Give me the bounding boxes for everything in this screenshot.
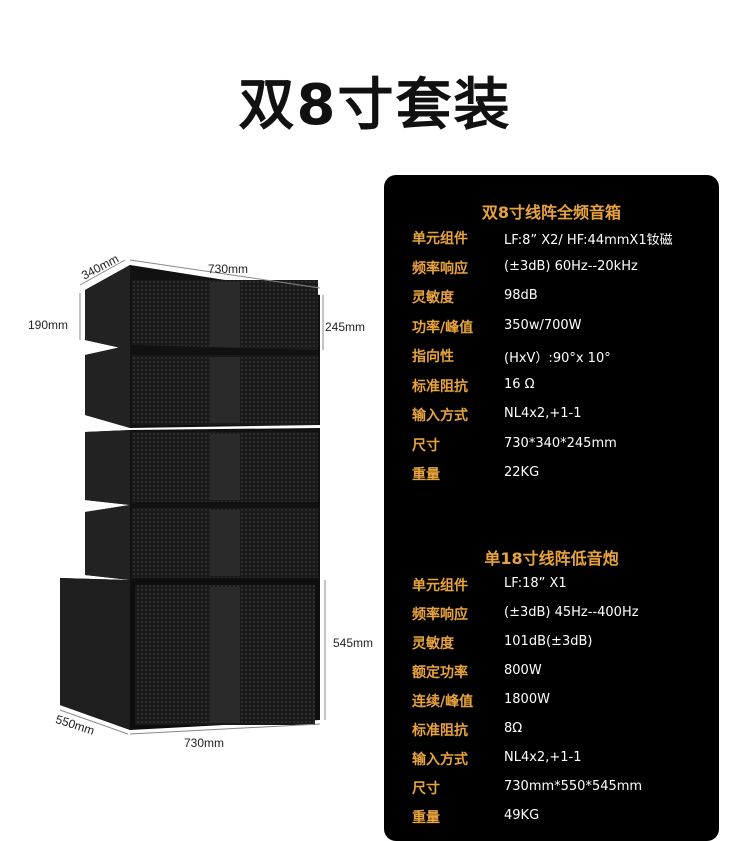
- spec-row: 标准阻抗 16 Ω: [384, 376, 719, 400]
- spec-value: 22KG: [504, 465, 540, 480]
- spec-value: (±3dB) 60Hz--20kHz: [504, 258, 638, 274]
- spec-key: 频率响应: [412, 260, 468, 277]
- spec-key: 连续/峰值: [412, 694, 474, 710]
- spec-key: 输入方式: [412, 408, 468, 424]
- spec-key: 标准阻抗: [412, 378, 468, 395]
- spec-value: 98dB: [504, 288, 538, 303]
- spec-value: 49KG: [504, 808, 540, 823]
- spec-panel: 双8寸线阵全频音箱 单元组件 LF:8” X2/ HF:44mmX1钕磁频率响应 (…: [384, 175, 719, 841]
- spec-row: 连续/峰值 1800W: [384, 691, 719, 715]
- spec-row: 重量 22KG: [384, 464, 719, 488]
- spec-key: 频率响应: [412, 607, 468, 623]
- spec-key: 重量: [412, 467, 440, 483]
- spec-row: 标准阻抗 8Ω: [384, 720, 719, 744]
- dim-left-height: 190mm: [28, 318, 69, 332]
- spec-row: 输入方式 NL4x2,+1-1: [384, 749, 719, 773]
- spec-value: (HxV）:90°x 10°: [504, 351, 611, 366]
- spec-row: 输入方式 NL4x2,+1-1: [384, 405, 719, 429]
- spec-value: NL4x2,+1-1: [504, 406, 582, 421]
- spec-key: 额定功率: [412, 665, 468, 681]
- spec-key: 灵敏度: [412, 636, 454, 652]
- spec-key: 尺寸: [412, 437, 440, 454]
- spec-value: NL4x2,+1-1: [504, 750, 582, 765]
- spec-value: 730mm*550*545mm: [504, 779, 643, 794]
- spec-key: 标准阻抗: [412, 723, 468, 739]
- spec-value: 16 Ω: [504, 376, 535, 392]
- spec-key: 功率/峰值: [412, 319, 474, 336]
- spec-row: 尺寸 730mm*550*545mm: [384, 778, 719, 802]
- spec-row: 功率/峰值 350w/700W: [384, 317, 719, 341]
- spec-row: 灵敏度 101dB(±3dB): [384, 633, 719, 657]
- spec-row: 尺寸 730*340*245mm: [384, 435, 719, 459]
- spec-key: 单元组件: [412, 231, 468, 247]
- spec-value: (±3dB) 45Hz--400Hz: [504, 605, 639, 620]
- spec-row: 重量 49KG: [384, 807, 719, 831]
- page-title: 双8寸套装: [238, 73, 512, 138]
- spec-row: 灵敏度 98dB: [384, 287, 719, 311]
- spec-key: 指向性: [412, 349, 454, 365]
- spec-value: 800W: [504, 663, 542, 678]
- spec-row: 单元组件 LF:18” X1: [384, 575, 719, 599]
- line-array-cabinets: [85, 265, 320, 580]
- spec-value: 730*340*245mm: [504, 435, 617, 451]
- spec-value: LF:8” X2/ HF:44mmX1钕磁: [504, 233, 673, 248]
- spec-row: 指向性 (HxV）:90°x 10°: [384, 346, 719, 370]
- spec-value: 1800W: [504, 692, 550, 707]
- dim-sub-width: 730mm: [184, 736, 225, 750]
- dim-sub-height: 545mm: [333, 636, 374, 650]
- spec-key: 单元组件: [412, 578, 468, 594]
- spec-value: 101dB(±3dB): [504, 634, 593, 649]
- spec-key: 输入方式: [412, 752, 468, 768]
- spec-key: 重量: [412, 810, 440, 826]
- subwoofer-cabinet: [60, 578, 320, 730]
- spec-value: 8Ω: [504, 721, 523, 736]
- speaker-array-image: 340mm 730mm 190mm 245mm 545mm 550mm 730m…: [0, 160, 385, 760]
- speaker-stack-drawing: [59, 259, 326, 735]
- dim-right-height: 245mm: [325, 320, 366, 334]
- spec-row: 频率响应 (±3dB) 60Hz--20kHz: [384, 258, 719, 282]
- spec-key: 灵敏度: [412, 290, 454, 306]
- dim-top-width: 730mm: [208, 262, 249, 276]
- spec-row: 单元组件 LF:8” X2/ HF:44mmX1钕磁: [384, 228, 719, 252]
- spec-row: 频率响应 (±3dB) 45Hz--400Hz: [384, 604, 719, 628]
- spec-key: 尺寸: [412, 781, 440, 797]
- spec-value: LF:18” X1: [504, 576, 567, 591]
- spec-value: 350w/700W: [504, 317, 582, 333]
- spec1-title: 双8寸线阵全频音箱: [481, 203, 622, 222]
- spec-row: 额定功率 800W: [384, 662, 719, 686]
- spec2-title: 单18寸线阵低音炮: [484, 549, 619, 568]
